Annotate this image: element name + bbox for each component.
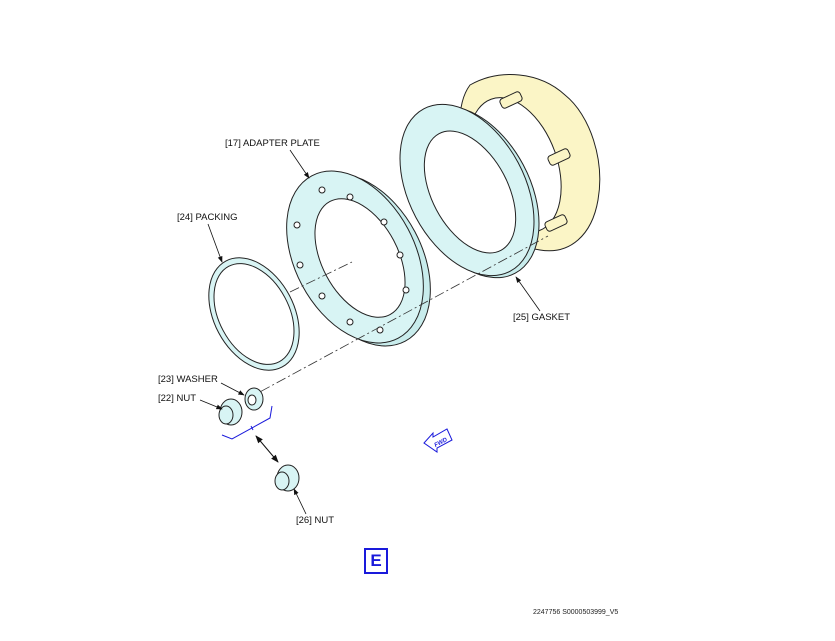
label-nut-22: [22] NUT	[158, 393, 197, 404]
nut-26-part	[274, 464, 300, 492]
alternate-arrow	[255, 435, 279, 463]
label-washer: [23] WASHER	[158, 374, 218, 385]
gasket-part	[399, 103, 540, 279]
washer-part	[244, 387, 264, 411]
alternate-bracket	[221, 405, 273, 440]
drawing-reference: 2247756 S0000503999_V5	[533, 609, 619, 616]
figure-letter: E	[364, 548, 388, 574]
label-nut-26: [26] NUT	[296, 515, 335, 526]
adapter-plate-part	[286, 170, 431, 347]
leader-lines	[199, 149, 541, 515]
nut-22-part	[218, 398, 243, 426]
packing-ring	[208, 257, 300, 371]
label-adapter-plate: [17] ADAPTER PLATE	[225, 138, 320, 149]
forward-arrow-icon: FWD	[423, 428, 453, 453]
centerlines	[244, 235, 549, 401]
label-gasket: [25] GASKET	[513, 312, 571, 323]
label-packing: [24] PACKING	[177, 212, 238, 223]
